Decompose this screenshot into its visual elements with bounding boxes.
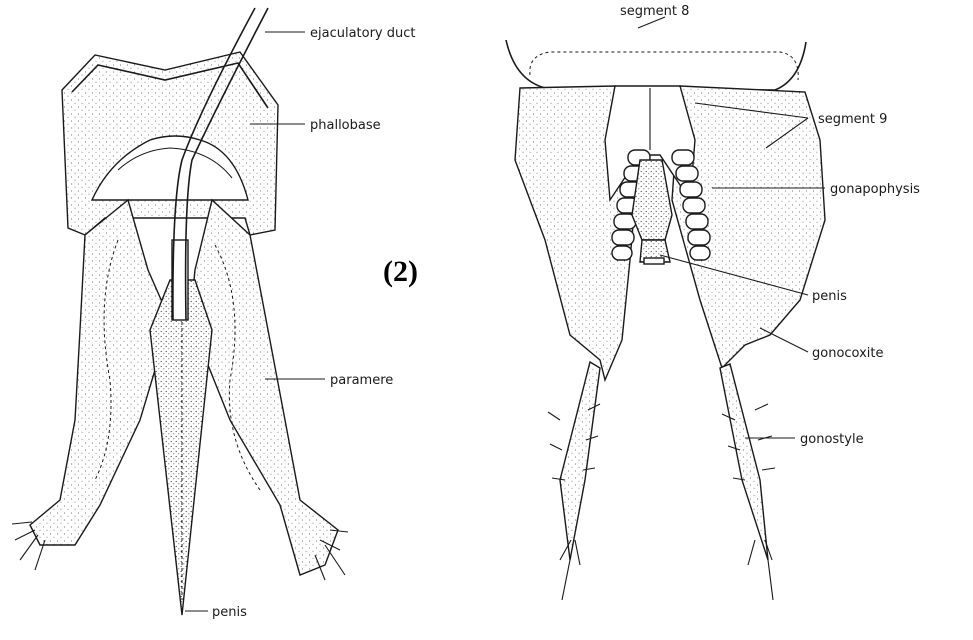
gonostyle-left-shape (560, 362, 600, 560)
paramere-left-shape (30, 200, 170, 545)
gonostyle-left-long (562, 560, 570, 600)
gonostyle-right-shape (720, 364, 768, 560)
label-gonostyle: gonostyle (800, 432, 864, 447)
panel-label: (2) (383, 255, 418, 288)
label-gonocoxite: gonocoxite (812, 346, 884, 361)
segment-8-dashed (530, 52, 798, 80)
label-penis-right: penis (812, 289, 847, 304)
segment-8-outline (506, 40, 806, 90)
paramere-right-shape (190, 200, 338, 575)
label-paramere: paramere (330, 373, 393, 388)
label-ejaculatory-duct: ejaculatory duct (310, 26, 416, 41)
penis-right-shape (632, 160, 672, 240)
gonostyle-right-long (768, 560, 773, 600)
label-gonapophysis: gonapophysis (830, 182, 920, 197)
label-penis-left: penis (212, 605, 247, 620)
label-segment-8: segment 8 (620, 4, 689, 19)
leader-gonocoxite (760, 328, 808, 352)
right-figure (506, 17, 825, 600)
penis-left-shape (150, 280, 212, 615)
penis-right-opening (644, 258, 664, 264)
label-phallobase: phallobase (310, 118, 381, 133)
label-segment-9: segment 9 (818, 112, 887, 127)
left-figure (12, 8, 348, 615)
